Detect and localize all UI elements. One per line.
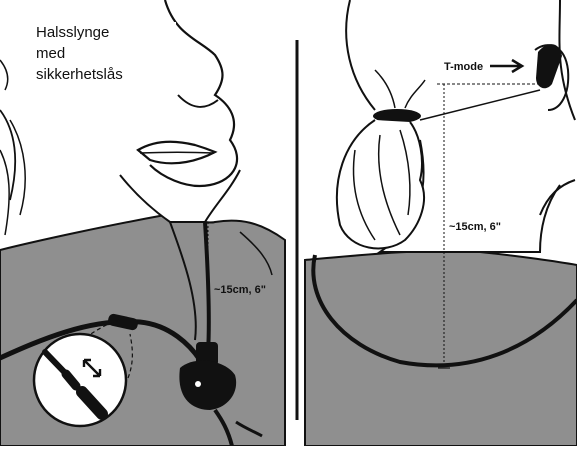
left-measure-label: ~15cm, 6": [214, 284, 266, 296]
right-panel: T-mode ~15cm, 6": [305, 0, 577, 446]
hearing-aid: [536, 44, 562, 88]
left-shirt: [0, 215, 285, 446]
caption-line-2: med: [36, 43, 176, 64]
arrow-right-icon: [490, 60, 522, 72]
caption-line-1: Halsslynge: [36, 22, 176, 43]
neckloop-caption: Halsslynge med sikkerhetslås: [36, 22, 176, 85]
ponytail: [337, 120, 424, 248]
t-mode-label: T-mode: [444, 61, 483, 73]
left-neck: [120, 170, 240, 222]
right-shirt: [305, 251, 577, 446]
right-measure-label: ~15cm, 6": [449, 221, 501, 233]
caption-line-3: sikkerhetslås: [36, 64, 176, 85]
